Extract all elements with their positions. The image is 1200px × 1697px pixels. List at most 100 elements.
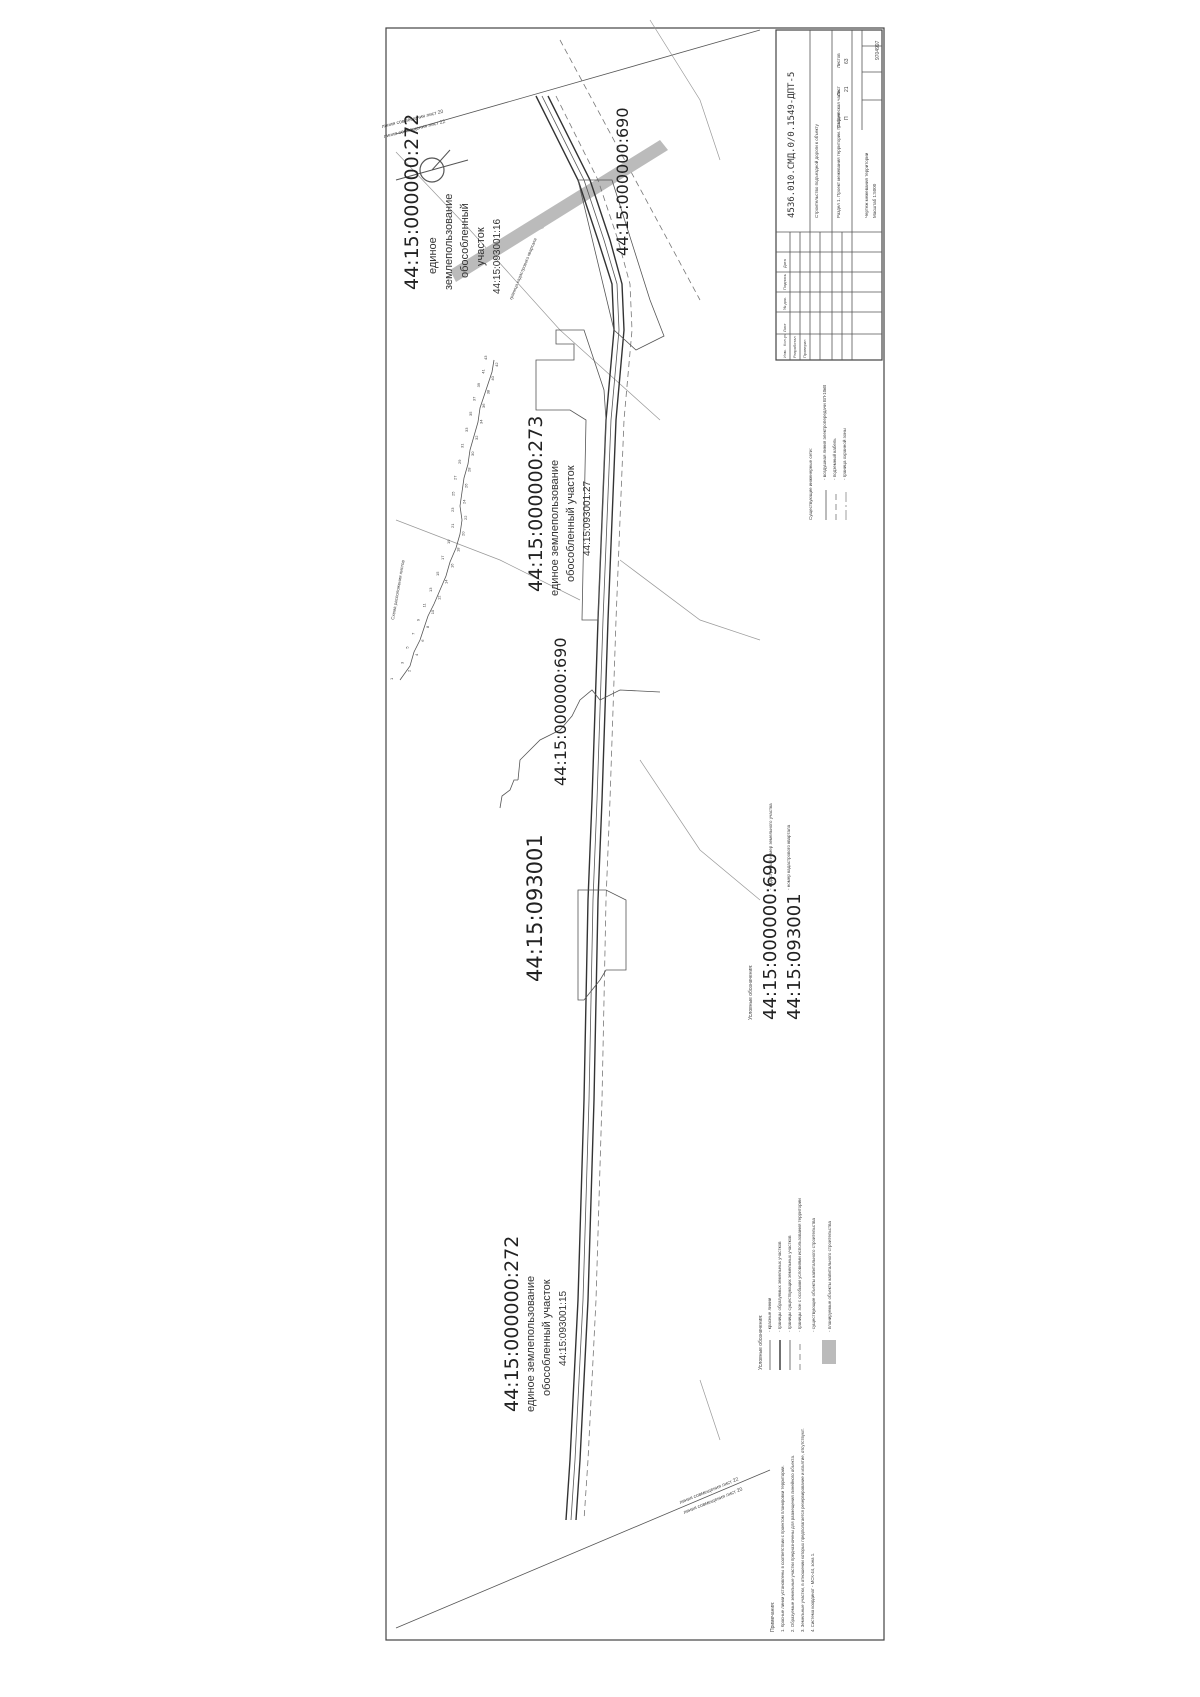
sheet-layout-number: 39: [476, 382, 481, 387]
stamp-role-check: Проверил: [802, 339, 807, 358]
legend-bottom-item-5: - существующие объекты капитального стро…: [811, 1217, 816, 1332]
sheet-layout-number: 8: [425, 625, 430, 628]
sheet-layout-number: 6: [420, 639, 425, 642]
sheet-layout-number: 13: [428, 587, 433, 592]
sheet-layout-number: 24: [461, 499, 466, 504]
legend-cadastral: Условные обозначения: 44:15:000000:690 4…: [748, 803, 805, 1020]
scale-label: Масштаб 1:5000: [872, 183, 877, 218]
legend-cadastral-title: Условные обозначения:: [748, 965, 754, 1020]
section-title: Раздел 1. Проект межевания территории. Г…: [836, 89, 841, 218]
parcel-272-bottom-line2: обособленный участок: [541, 1279, 553, 1396]
sheet-layout-number: 25: [450, 491, 455, 496]
sheet-layout-number: 31: [460, 443, 465, 448]
sheet-layout-number: 38: [486, 389, 491, 394]
parcel-272-top-sub: 44:15:093001:16: [492, 218, 503, 294]
sheet-layout-number: 17: [440, 555, 445, 560]
parcel-273-sub: 44:15:093001:27: [582, 480, 593, 556]
sheet-layout-number: 4: [414, 653, 419, 656]
sheet-layout-number: 43: [483, 355, 488, 360]
parcel-number-273: 44:15:000000:273: [525, 416, 547, 592]
parcel-273-line1: единое землепользование: [549, 460, 561, 596]
legend-bottom-title: Условные обозначения:: [758, 1315, 764, 1370]
legend-bottom-item-1: - красные линии: [767, 1297, 772, 1332]
sheet-layout-number: 1: [389, 677, 394, 680]
sheet-layout-number: 35: [468, 411, 473, 416]
sheet-layout-number: 42: [494, 362, 499, 367]
notes-title: Примечания:: [770, 1602, 776, 1632]
legend-networks: Существующие инженерные сети: - воздушна…: [808, 385, 847, 520]
sheet-layout-number: 5: [405, 646, 410, 649]
sheet-layout-number: 20: [460, 531, 465, 536]
legend-networks-item-3: - граница охранной зоны: [841, 428, 847, 480]
legend-bottom-item-4: - границы зон с особыми условиями исполь…: [797, 1198, 802, 1332]
sheets-header: Листов: [836, 53, 841, 68]
north-arrow-icon: [395, 149, 469, 183]
legend-bottom-item-6: - планируемые объекты капитального строи…: [827, 1221, 832, 1332]
sheets-total: 63: [844, 58, 850, 64]
sheet-layout-number: 9: [415, 618, 420, 621]
sheet-layout-number: 29: [457, 459, 462, 464]
legend-parcel-example: 44:15:000000:690: [760, 853, 781, 1020]
parcel-label-272-bottom: 44:15:000000:272 единое землепользование…: [501, 1236, 569, 1412]
sheet-header: Лист: [836, 86, 841, 96]
sheet-layout-number: 26: [464, 483, 469, 488]
stamp-header-kol: Кол.уч: [782, 334, 787, 346]
stamp-header-sign: Подпись: [782, 274, 787, 290]
sheet-layout-number: 15: [435, 571, 440, 576]
stage-header: Стадия: [836, 112, 841, 128]
parcel-label-273: 44:15:000000:273 единое землепользование…: [525, 416, 593, 596]
parcel-272-top-line2: землепользование: [443, 194, 455, 290]
note-2: 2. Образуемые земельные участки предназн…: [790, 1455, 795, 1632]
legend-parcel-desc: - кадастровый номер земельного участка: [767, 803, 773, 890]
sheet-layout-label: Схема расположения листов: [390, 559, 406, 620]
sheet-layout-number: 40: [490, 375, 495, 380]
legend-networks-item-1: - воздушная линия электропередачи ВЛ-10к…: [822, 385, 827, 480]
sheet-layout-number: 14: [444, 579, 449, 584]
utility-corridor: [450, 140, 668, 282]
sheet-layout-number: 32: [474, 435, 479, 440]
quarter-number: 44:15:093001: [523, 834, 547, 982]
sheet-layout-number: 22: [463, 515, 468, 520]
parcel-number-272-top: 44:15:000000:272: [401, 114, 423, 290]
parcel-number-690-mid: 44:15:000000:690: [551, 637, 570, 786]
parcel-273-line2: обособленный участок: [565, 465, 577, 582]
sheet-layout-number: 23: [450, 507, 455, 512]
legend-quarter-example: 44:15:093001: [784, 893, 805, 1020]
sheet-layout-number: 27: [453, 475, 458, 480]
sheet-layout-number: 36: [481, 403, 486, 408]
legend-networks-item-2: - подземный кабель: [831, 438, 837, 480]
parcel-number-690-top: 44:15:000000:690: [613, 107, 632, 256]
stage-value: П: [844, 116, 850, 120]
parcel-272-bottom-line1: единое землепользование: [525, 1276, 537, 1412]
stamp-header-doc: № док.: [782, 297, 787, 310]
legend-hatch-swatch: [822, 1340, 836, 1364]
legend-bottom: Условные обозначения: - красные линии - …: [758, 1198, 836, 1370]
match-line-bottom: [395, 1469, 771, 1629]
legend-bottom-item-3: - границы существующих земельных участко…: [787, 1235, 792, 1332]
stamp-header-izm: Изм.: [782, 349, 787, 358]
note-1: 1. Красные линии установлены в соответст…: [780, 1465, 785, 1632]
legend-quarter-desc: - номер кадастрового квартала: [786, 824, 791, 890]
corner-number: 9704997: [875, 40, 881, 60]
parcel-272-top-line1: единое: [427, 237, 439, 274]
sheet-frame: [385, 27, 885, 1641]
notes: Примечания: 1. Красные линии установлены…: [770, 1428, 815, 1632]
note-3: 3. Земельные участки, в отношении которы…: [800, 1428, 805, 1632]
sheet-layout-number: 28: [467, 467, 472, 472]
stamp-header-date: Дата: [782, 258, 787, 268]
parcel-number-272-bottom: 44:15:000000:272: [501, 1236, 523, 1412]
stamp-header-list: Лист: [782, 323, 787, 332]
parcel-outline-top: [577, 179, 665, 351]
sheet-layout-number: 7: [411, 632, 416, 635]
stamp-role-dev: Разработал: [792, 336, 797, 358]
sheet-layout-number: 11: [421, 602, 426, 607]
parcel-label-272-top: 44:15:000000:272 единое землепользование…: [401, 114, 503, 294]
sheet-layout-number: 33: [464, 427, 469, 432]
sheet-layout-number: 21: [450, 523, 455, 528]
sheet-layout-number: 3: [400, 661, 405, 664]
parcel-outline-273: [535, 329, 607, 621]
sheet-layout-number: 34: [478, 419, 483, 424]
project-title: Строительство подъездной дороги к объект…: [813, 123, 819, 218]
drawing-title: Чертеж межевания территории: [864, 152, 869, 218]
